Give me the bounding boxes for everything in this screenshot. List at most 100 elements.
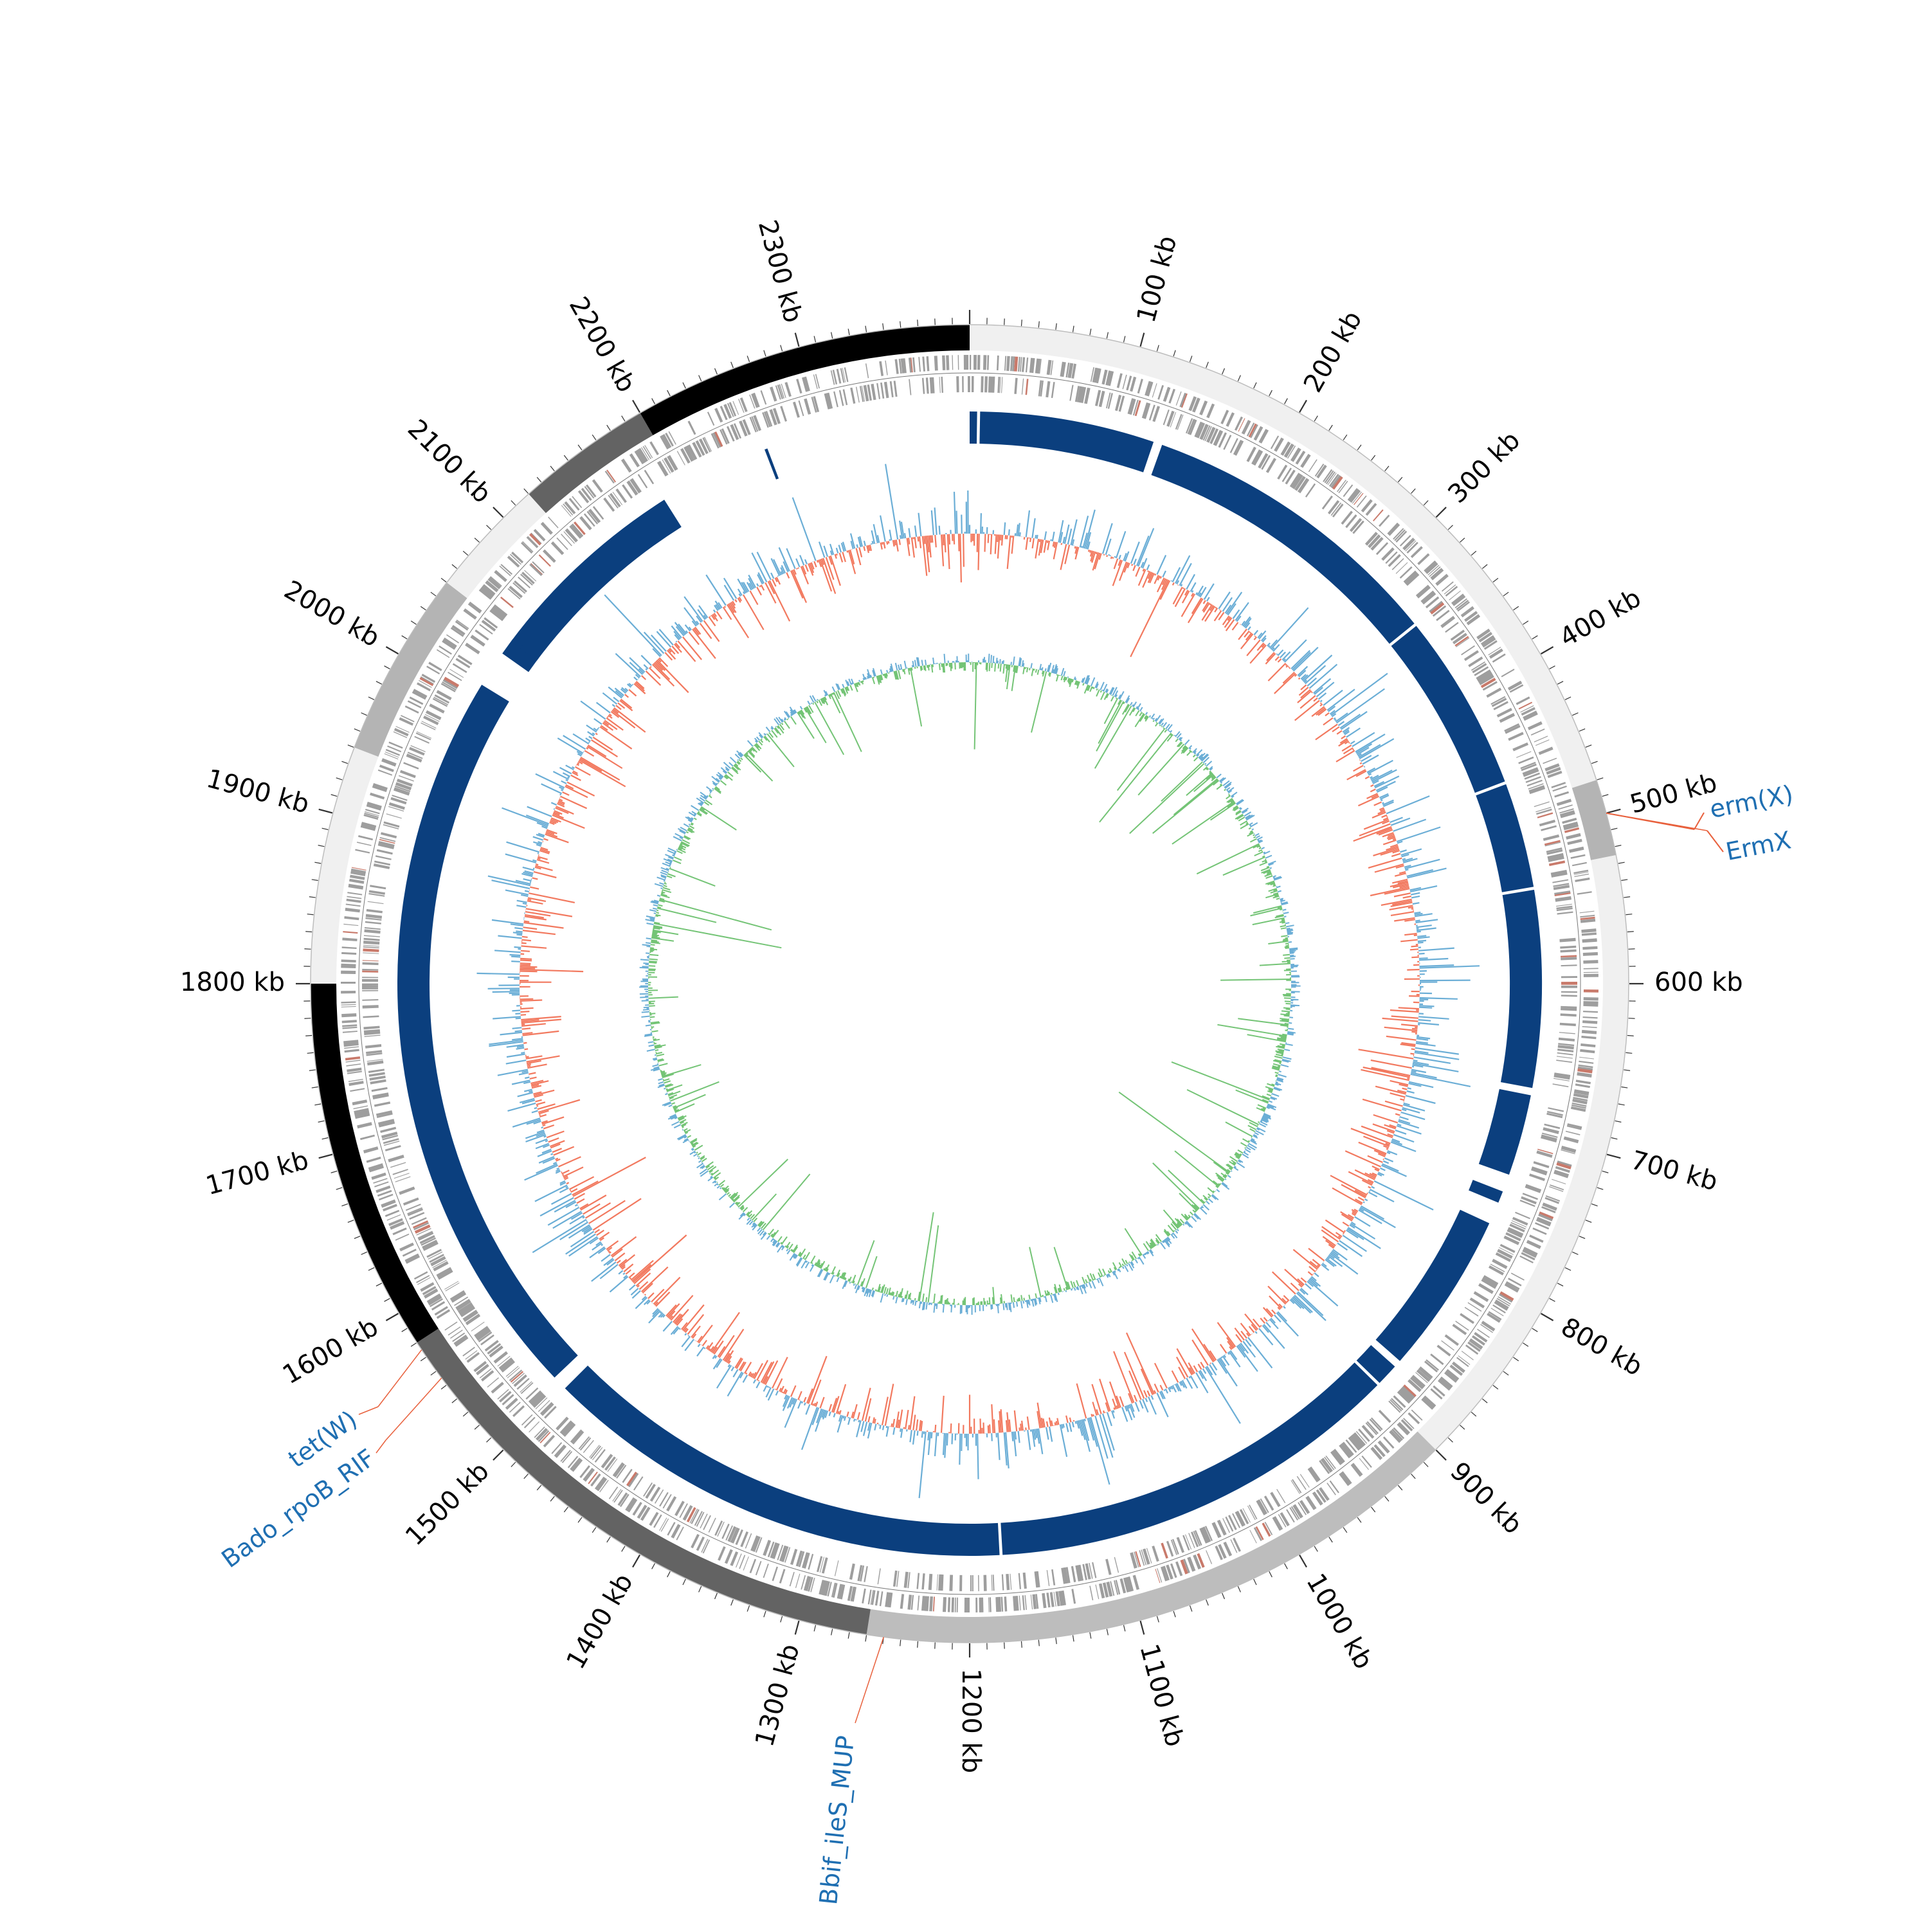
major-tick: [1436, 507, 1446, 518]
minor-tick: [683, 1579, 685, 1585]
minor-tick: [463, 551, 468, 555]
minor-tick: [1602, 795, 1609, 797]
minor-tick: [1285, 399, 1288, 404]
minor-tick: [1004, 318, 1005, 325]
alignment-block: [1391, 626, 1505, 793]
minor-tick: [368, 697, 374, 700]
minor-tick: [1565, 1268, 1571, 1270]
minor-tick: [331, 795, 338, 797]
minor-tick: [441, 578, 446, 582]
minor-tick: [564, 455, 568, 460]
minor-tick: [1579, 1236, 1585, 1239]
annotation-leader: [359, 1407, 378, 1414]
minor-tick: [607, 425, 610, 430]
minor-tick: [699, 1586, 702, 1592]
minor-tick: [1238, 375, 1240, 381]
tick-label: 2200 kb: [563, 292, 641, 397]
minor-tick: [376, 682, 382, 685]
minor-tick: [331, 1171, 338, 1173]
minor-tick: [304, 949, 311, 950]
minor-tick: [411, 1343, 416, 1346]
minor-tick: [487, 1438, 491, 1442]
tick-label: 1600 kb: [278, 1312, 383, 1390]
minor-tick: [1621, 880, 1627, 881]
major-tick: [493, 1450, 503, 1460]
minor-tick: [431, 592, 436, 596]
minor-tick: [747, 356, 749, 361]
tick-label: 300 kb: [1442, 426, 1526, 509]
minor-tick: [1482, 1399, 1487, 1403]
minor-tick: [699, 375, 702, 381]
minor-tick: [1411, 1474, 1416, 1478]
minor-tick: [487, 525, 491, 530]
minor-tick: [1471, 1412, 1476, 1416]
minor-tick: [1206, 362, 1209, 368]
minor-tick: [402, 1328, 408, 1332]
gc-skew-ring: [639, 654, 1301, 1315]
minor-tick: [1038, 321, 1039, 328]
tick-label: 2100 kb: [402, 414, 497, 509]
minor-tick: [1471, 551, 1476, 555]
minor-tick: [764, 350, 766, 357]
minor-tick: [1073, 1635, 1074, 1641]
minor-tick: [1624, 897, 1630, 898]
tick-label: 800 kb: [1556, 1312, 1647, 1382]
tick-label: 600 kb: [1654, 968, 1743, 997]
minor-tick: [336, 778, 343, 780]
minor-tick: [1343, 1528, 1347, 1533]
minor-tick: [1173, 1611, 1175, 1618]
minor-tick: [848, 1632, 849, 1639]
major-tick: [1541, 1314, 1553, 1321]
minor-tick: [814, 1625, 815, 1632]
minor-tick: [1557, 682, 1563, 685]
minor-tick: [1611, 1138, 1618, 1139]
minor-tick: [1314, 1546, 1318, 1552]
minor-tick: [475, 538, 479, 543]
minor-tick: [1285, 1564, 1288, 1569]
minor-tick: [368, 1268, 374, 1270]
minor-tick: [1514, 606, 1519, 610]
gene-label: ErmX: [1723, 826, 1793, 866]
minor-tick: [578, 445, 582, 450]
minor-tick: [411, 621, 416, 624]
minor-tick: [1460, 1425, 1464, 1430]
minor-tick: [1514, 1357, 1519, 1361]
minor-tick: [385, 1299, 390, 1302]
minor-tick: [1385, 466, 1389, 471]
minor-tick: [312, 1087, 318, 1088]
minor-tick: [452, 1399, 457, 1403]
minor-tick: [336, 1187, 343, 1189]
minor-tick: [1572, 1252, 1578, 1254]
minor-tick: [652, 399, 655, 404]
minor-tick: [1222, 368, 1225, 374]
minor-tick: [1629, 949, 1635, 950]
minor-tick: [578, 1517, 582, 1522]
minor-tick: [463, 1412, 468, 1416]
major-tick: [1141, 1621, 1145, 1634]
tick-label: 400 kb: [1555, 583, 1646, 653]
tick-label: 1500 kb: [400, 1456, 495, 1551]
major-tick: [319, 809, 332, 813]
tick-label: 1700 kb: [203, 1145, 311, 1201]
minor-tick: [1021, 1641, 1022, 1648]
minor-tick: [1357, 1517, 1361, 1522]
minor-tick: [1602, 1171, 1609, 1173]
minor-tick: [683, 383, 685, 388]
minor-tick: [592, 435, 596, 440]
major-tick: [1436, 1450, 1446, 1460]
minor-tick: [341, 1204, 347, 1205]
minor-tick: [747, 1605, 749, 1611]
tick-label: 1800 kb: [180, 968, 285, 997]
minor-tick: [1597, 1187, 1604, 1189]
minor-tick: [322, 828, 329, 829]
minor-tick: [1038, 1639, 1039, 1646]
minor-tick: [1557, 1283, 1563, 1286]
alignment-block: [1501, 890, 1542, 1088]
minor-tick: [1190, 356, 1191, 361]
minor-tick: [865, 326, 867, 332]
alignment-block: [765, 448, 779, 479]
minor-tick: [1329, 1537, 1332, 1542]
major-tick: [1141, 333, 1145, 347]
